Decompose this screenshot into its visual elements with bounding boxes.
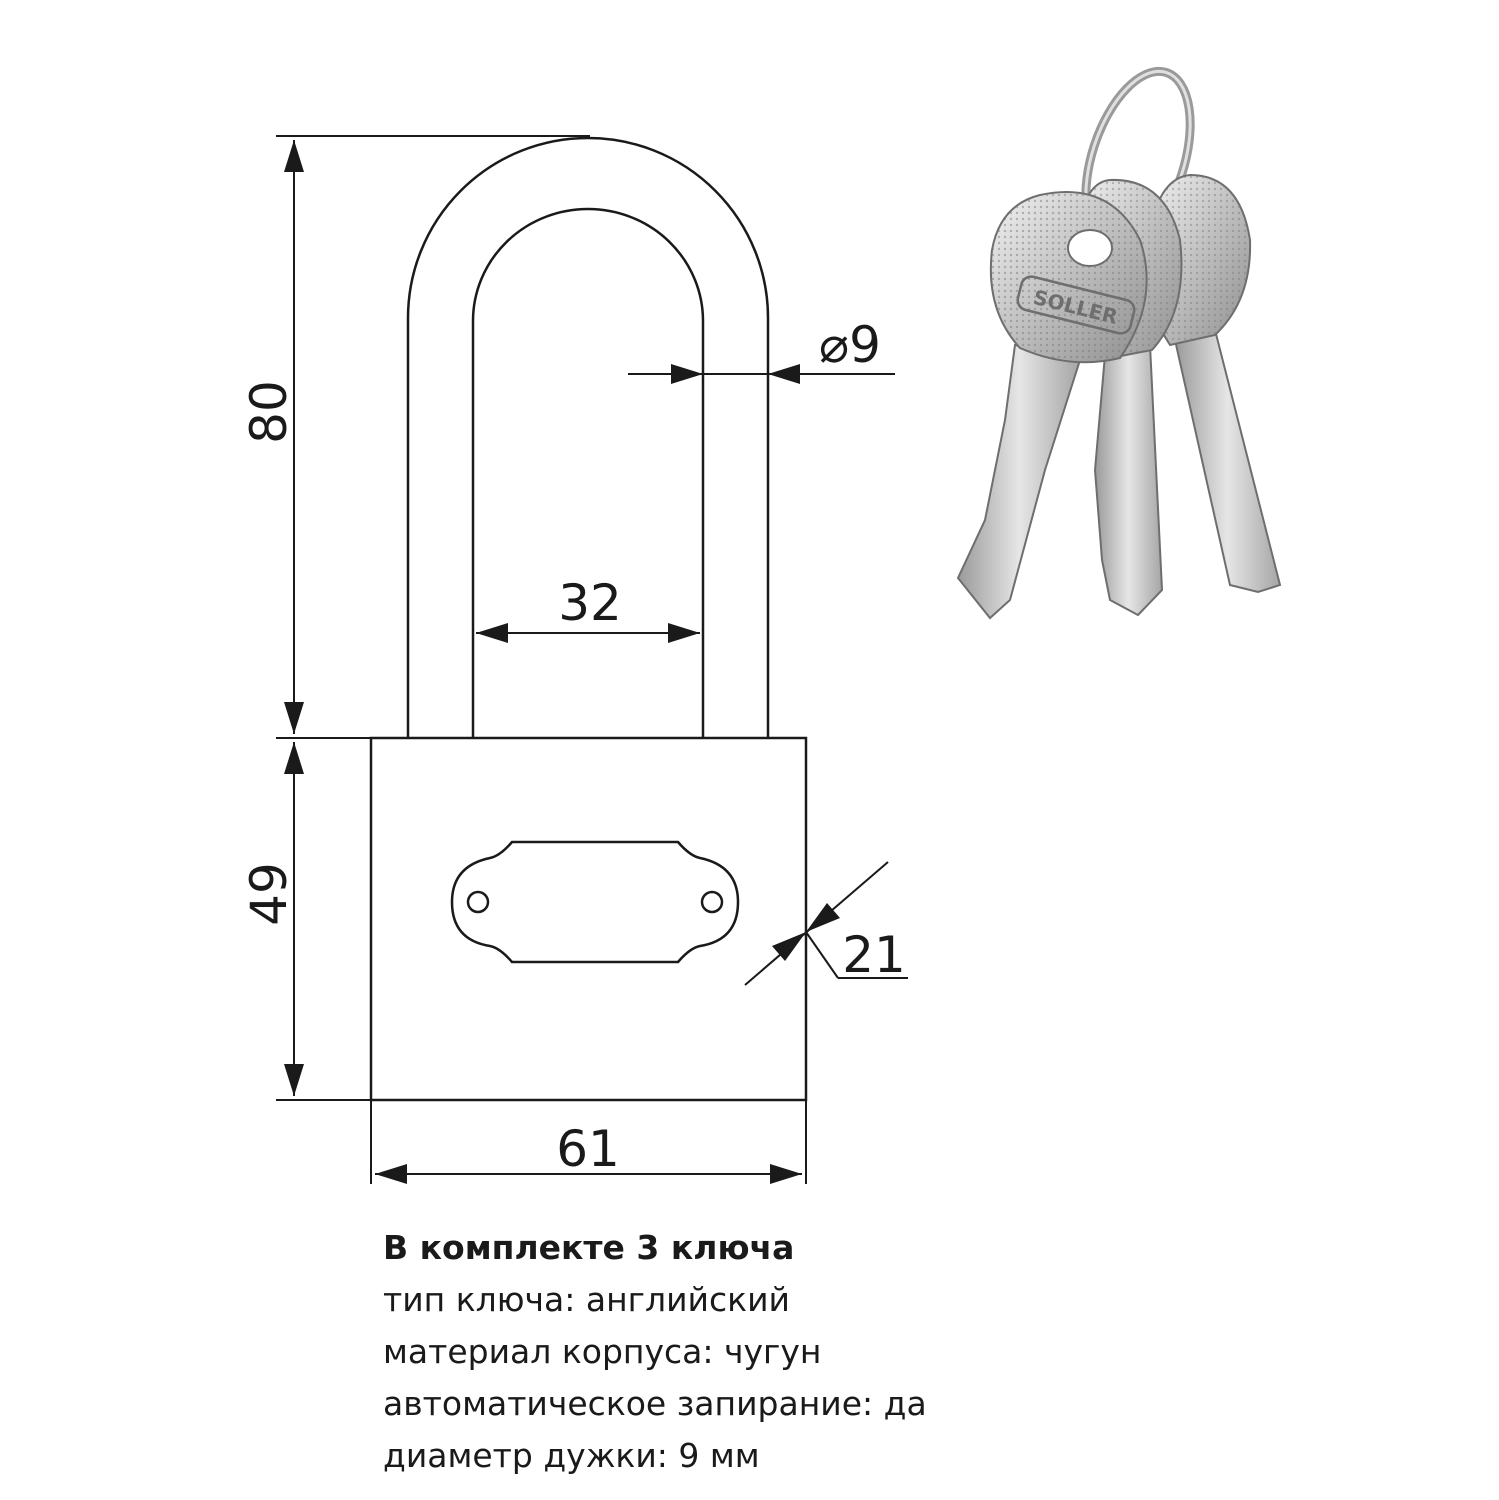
dimension-body-width [370, 1100, 807, 1184]
nameplate-rivet-right [700, 890, 724, 914]
shackle-inner-outline [471, 207, 705, 738]
spec-auto-lock: автоматическое запирание: да [383, 1384, 927, 1423]
dimension-body-height [276, 742, 371, 1101]
label-shackle-height: 80 [240, 380, 298, 444]
label-body-thickness: 21 [842, 926, 906, 984]
spec-keys-included: В комплекте 3 ключа [383, 1228, 795, 1267]
label-body-height: 49 [240, 862, 298, 926]
shackle-outer-outline [406, 136, 770, 738]
dimension-shackle-height [276, 135, 590, 739]
label-body-width: 61 [556, 1120, 620, 1178]
dimension-shackle-inner-width [476, 623, 700, 643]
specs-list: В комплекте 3 ключа тип ключа: английски… [383, 1222, 927, 1482]
padlock-shackle [406, 136, 770, 738]
spec-shackle-diameter: диаметр дужки: 9 мм [383, 1436, 760, 1475]
dimension-body-thickness [744, 861, 908, 986]
spec-body-material: материал корпуса: чугун [383, 1332, 822, 1371]
key-icon: SOLLER [956, 191, 1148, 620]
label-shackle-diameter: ⌀9 [819, 316, 881, 374]
keys-illustration: SOLLER [956, 66, 1282, 620]
nameplate [450, 840, 740, 964]
spec-key-type: тип ключа: английский [383, 1280, 790, 1319]
padlock-body [369, 736, 808, 1102]
nameplate-rivet-left [466, 890, 490, 914]
label-shackle-inner-width: 32 [558, 574, 622, 632]
body-outline [369, 736, 808, 1102]
dimension-shackle-diameter [628, 364, 895, 384]
